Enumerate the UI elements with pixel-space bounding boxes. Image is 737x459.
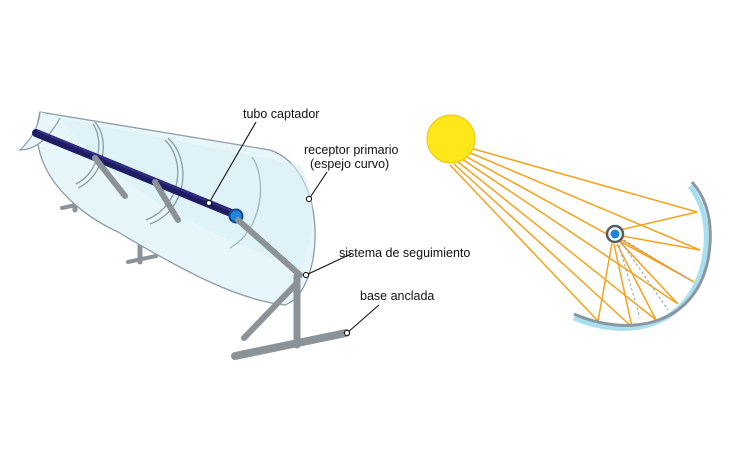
dashed-rays	[618, 239, 691, 319]
front-stand	[231, 272, 350, 360]
sun-icon	[426, 114, 476, 164]
parabolic-reflector-inner	[573, 184, 709, 331]
receiver-tube	[32, 129, 240, 219]
label-base: base anclada	[360, 289, 434, 303]
callout-dots	[205, 195, 351, 337]
incoming-rays	[449, 147, 701, 328]
label-tracking: sistema de seguimiento	[339, 246, 470, 260]
reflected-rays	[597, 211, 701, 328]
label-tube: tubo captador	[243, 107, 319, 121]
label-mirror-line1: receptor primario	[304, 143, 399, 157]
tube-arms	[92, 155, 303, 278]
callouts	[208, 121, 380, 334]
label-mirror-line2: (espejo curvo)	[310, 157, 389, 171]
cross-section	[426, 114, 712, 331]
trough-collector	[18, 111, 350, 360]
parabolic-reflector-outer	[573, 181, 712, 327]
